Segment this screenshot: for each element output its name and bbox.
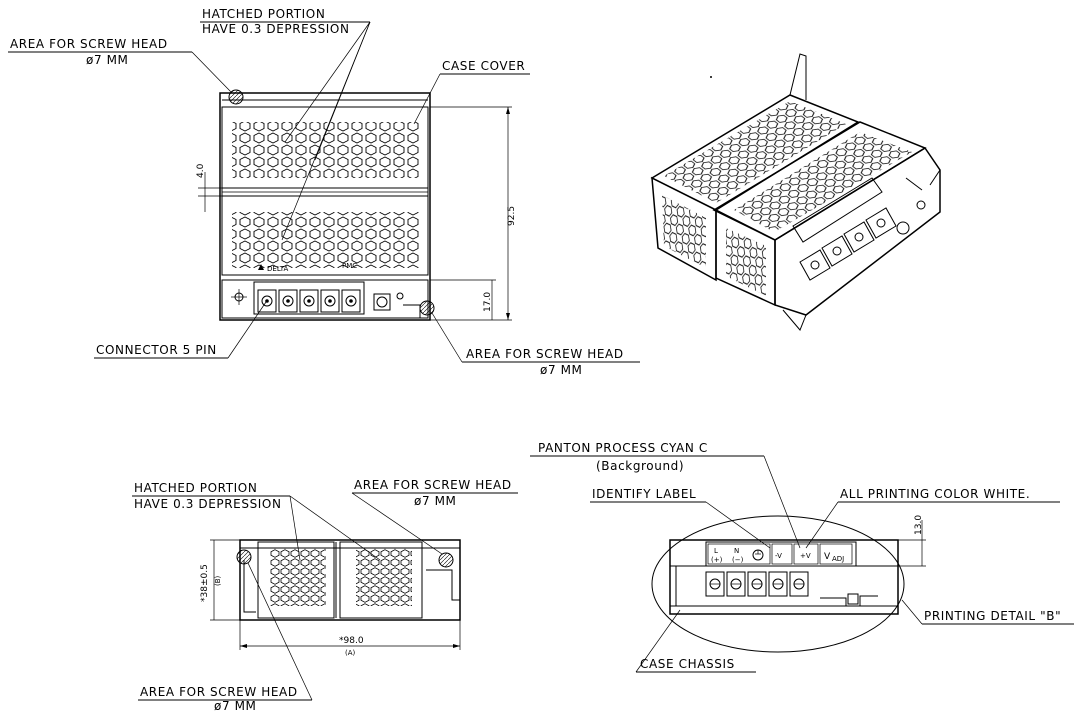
dim-4-0: 4.0 — [196, 163, 206, 178]
side-right-vent-pattern — [356, 548, 412, 606]
detail-label-N-sub: (−) — [732, 556, 744, 564]
front-brand-text: DELTA — [267, 265, 288, 273]
dim-17-0: 17.0 — [483, 292, 493, 312]
side-screw-head-bottom-size: ø7 MM — [214, 699, 257, 713]
detail-case-outline — [669, 539, 899, 615]
iso-label-strip — [792, 177, 883, 243]
front-screw-head-bottom-size: ø7 MM — [540, 363, 583, 377]
vadj-pot — [373, 293, 391, 311]
detail-label-vadj-sub: ADJ — [832, 555, 844, 563]
side-dim-height: *38±0.5 — [200, 564, 210, 602]
side-screw-head-right — [438, 552, 454, 568]
side-screw-head-left — [236, 549, 252, 565]
case-cover-label: CASE COVER — [442, 59, 525, 73]
front-screw-head-bottom-label: AREA FOR SCREW HEAD — [466, 347, 624, 361]
side-left-vent-pattern — [270, 548, 326, 606]
front-hatched-depression-label: HAVE 0.3 DEPRESSION — [202, 22, 350, 36]
front-screw-head-top-size: ø7 MM — [86, 53, 129, 67]
detail-label-area — [705, 541, 857, 567]
detail-view: L (+) N (−) -V +V V ADJ 13.0 PANTON PROC… — [530, 441, 1074, 673]
side-hatched-depression-label: HAVE 0.3 DEPRESSION — [134, 497, 282, 511]
detail-label-plus-v: +V — [800, 552, 811, 560]
side-case-outline — [239, 539, 461, 621]
panton-label: PANTON PROCESS CYAN C — [538, 441, 708, 455]
identify-label: IDENTIFY LABEL — [592, 487, 696, 501]
detail-label-minus-v: -V — [775, 552, 782, 560]
side-screw-head-top-size: ø7 MM — [414, 494, 457, 508]
printing-detail-b-label: PRINTING DETAIL "B" — [924, 609, 1061, 623]
connector-pins — [257, 289, 361, 313]
side-view: *98.0 (A) *38±0.5 (B) HATCHED PORTION HA… — [132, 478, 518, 713]
all-printing-label: ALL PRINTING COLOR WHITE. — [840, 487, 1030, 501]
detail-label-vadj: V — [824, 552, 831, 562]
front-model-text: PMC — [342, 262, 357, 270]
side-screw-head-top-label: AREA FOR SCREW HEAD — [354, 478, 512, 492]
screw-head-bottom-right — [419, 300, 435, 316]
delta-logo-icon — [258, 264, 264, 270]
connector-block — [253, 281, 365, 315]
side-dim-height-sub: (B) — [214, 575, 222, 586]
detail-dim-13: 13.0 — [914, 515, 924, 535]
detail-label-L: L — [714, 547, 718, 555]
detail-ellipse — [651, 515, 905, 653]
connector-label: CONNECTOR 5 PIN — [96, 343, 217, 357]
front-lower-vent-pattern — [232, 212, 420, 268]
dim-92-5: 92.5 — [507, 206, 517, 226]
screw-head-top-left — [228, 89, 244, 105]
iso-side-right — [774, 146, 941, 316]
iso-side-left — [651, 176, 717, 282]
side-dim-width-sub: (A) — [345, 649, 356, 657]
side-hatched-portion-label: HATCHED PORTION — [134, 481, 257, 495]
front-hatched-portion-label: HATCHED PORTION — [202, 7, 325, 21]
front-view: DELTA PMC 92.5 17.0 — [8, 7, 640, 377]
detail-label-L-sub: (+) — [711, 556, 723, 564]
front-screw-head-top-label: AREA FOR SCREW HEAD — [10, 37, 168, 51]
detail-label-N: N — [734, 547, 739, 555]
front-case-outline — [219, 92, 431, 321]
case-chassis-label: CASE CHASSIS — [640, 657, 735, 671]
iso-terminals — [799, 200, 926, 281]
detail-terminals — [705, 571, 809, 597]
side-screw-head-bottom-label: AREA FOR SCREW HEAD — [140, 685, 298, 699]
isometric-view — [650, 53, 941, 331]
side-dim-width: *98.0 — [339, 636, 364, 646]
panton-background-label: (Background) — [596, 459, 684, 473]
